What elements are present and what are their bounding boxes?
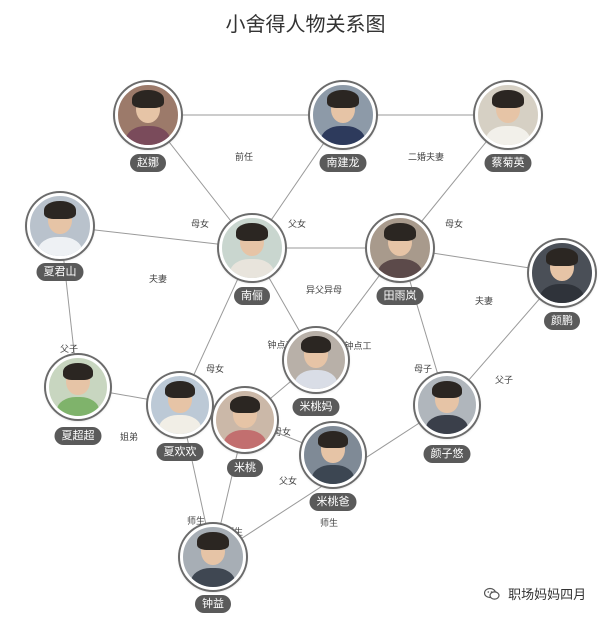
- portrait-photo: [27, 193, 93, 259]
- person-name-label: 夏欢欢: [156, 443, 204, 461]
- person-name-label: 钟益: [195, 595, 231, 613]
- person-name-label: 夏君山: [36, 263, 84, 281]
- diagram-title: 小舍得人物关系图: [225, 12, 386, 36]
- portrait-photo: [180, 524, 246, 590]
- portrait-photo: [367, 215, 433, 281]
- relation-label-xiajunshan-nanli: 夫妻: [149, 273, 167, 285]
- portrait-photo: [301, 423, 365, 487]
- person-name-label: 米桃: [227, 459, 263, 477]
- portrait-photo: [148, 373, 212, 437]
- relation-label-mitaoma-mitao: 母女: [273, 426, 291, 438]
- person-name-label: 米桃妈: [292, 398, 340, 416]
- person-name-label: 米桃爸: [309, 493, 357, 511]
- relation-label-mitao-mitaoba: 父女: [279, 475, 297, 487]
- relation-label-nanli-tianyulan: 异父异母: [306, 285, 342, 296]
- relation-label-xiahuanhuan-zhongyi: 师生: [187, 515, 205, 527]
- wechat-icon: [484, 587, 500, 600]
- watermark: 职场妈妈四月: [484, 584, 586, 603]
- person-name-label: 颜鹏: [544, 312, 580, 330]
- portrait-photo: [415, 373, 479, 437]
- portrait-photo: [213, 388, 277, 452]
- relation-label-nanjianlong-nanli: 父女: [288, 218, 306, 230]
- watermark-text: 职场妈妈四月: [508, 588, 587, 603]
- portrait-photo: [475, 82, 541, 148]
- portrait-photo: [284, 328, 348, 392]
- relation-label-zhaona-nanli: 母女: [191, 218, 209, 230]
- relation-label-yanpeng-yanziyi: 父子: [495, 375, 513, 386]
- portrait-photo: [529, 240, 595, 306]
- person-name-label: 赵娜: [130, 154, 166, 172]
- portrait-photo: [46, 355, 110, 419]
- relation-label-xiachaochao-xiahuanhuan: 姐弟: [120, 431, 138, 443]
- person-name-label: 南俪: [234, 287, 270, 305]
- relation-label-xiajunshan-xiachaochao: 父子: [60, 344, 78, 355]
- portrait-photo: [219, 215, 285, 281]
- person-name-label: 夏超超: [54, 427, 102, 445]
- portrait-photo: [310, 82, 376, 148]
- person-name-label: 颜子悠: [423, 445, 471, 463]
- portrait-photo: [115, 82, 181, 148]
- person-name-label: 南建龙: [319, 154, 367, 172]
- relation-label-zhaona-nanjianlong: 前任: [235, 151, 253, 163]
- relation-label-caijuying-tianyulan: 母女: [445, 218, 463, 230]
- relation-label-nanli-xiahuanhuan: 母女: [206, 363, 224, 375]
- relation-label-tianyulan-mitaoma: 钟点工: [344, 340, 371, 352]
- relation-label-yanziyi-zhongyi: 师生: [320, 517, 338, 529]
- relation-label-tianyulan-yanziyi: 母子: [414, 364, 432, 375]
- relation-label-tianyulan-yanpeng: 夫妻: [475, 295, 493, 307]
- relation-label-nanjianlong-caijuying: 二婚夫妻: [408, 151, 444, 163]
- person-name-label: 蔡菊英: [484, 154, 532, 172]
- person-name-label: 田雨岚: [376, 287, 424, 305]
